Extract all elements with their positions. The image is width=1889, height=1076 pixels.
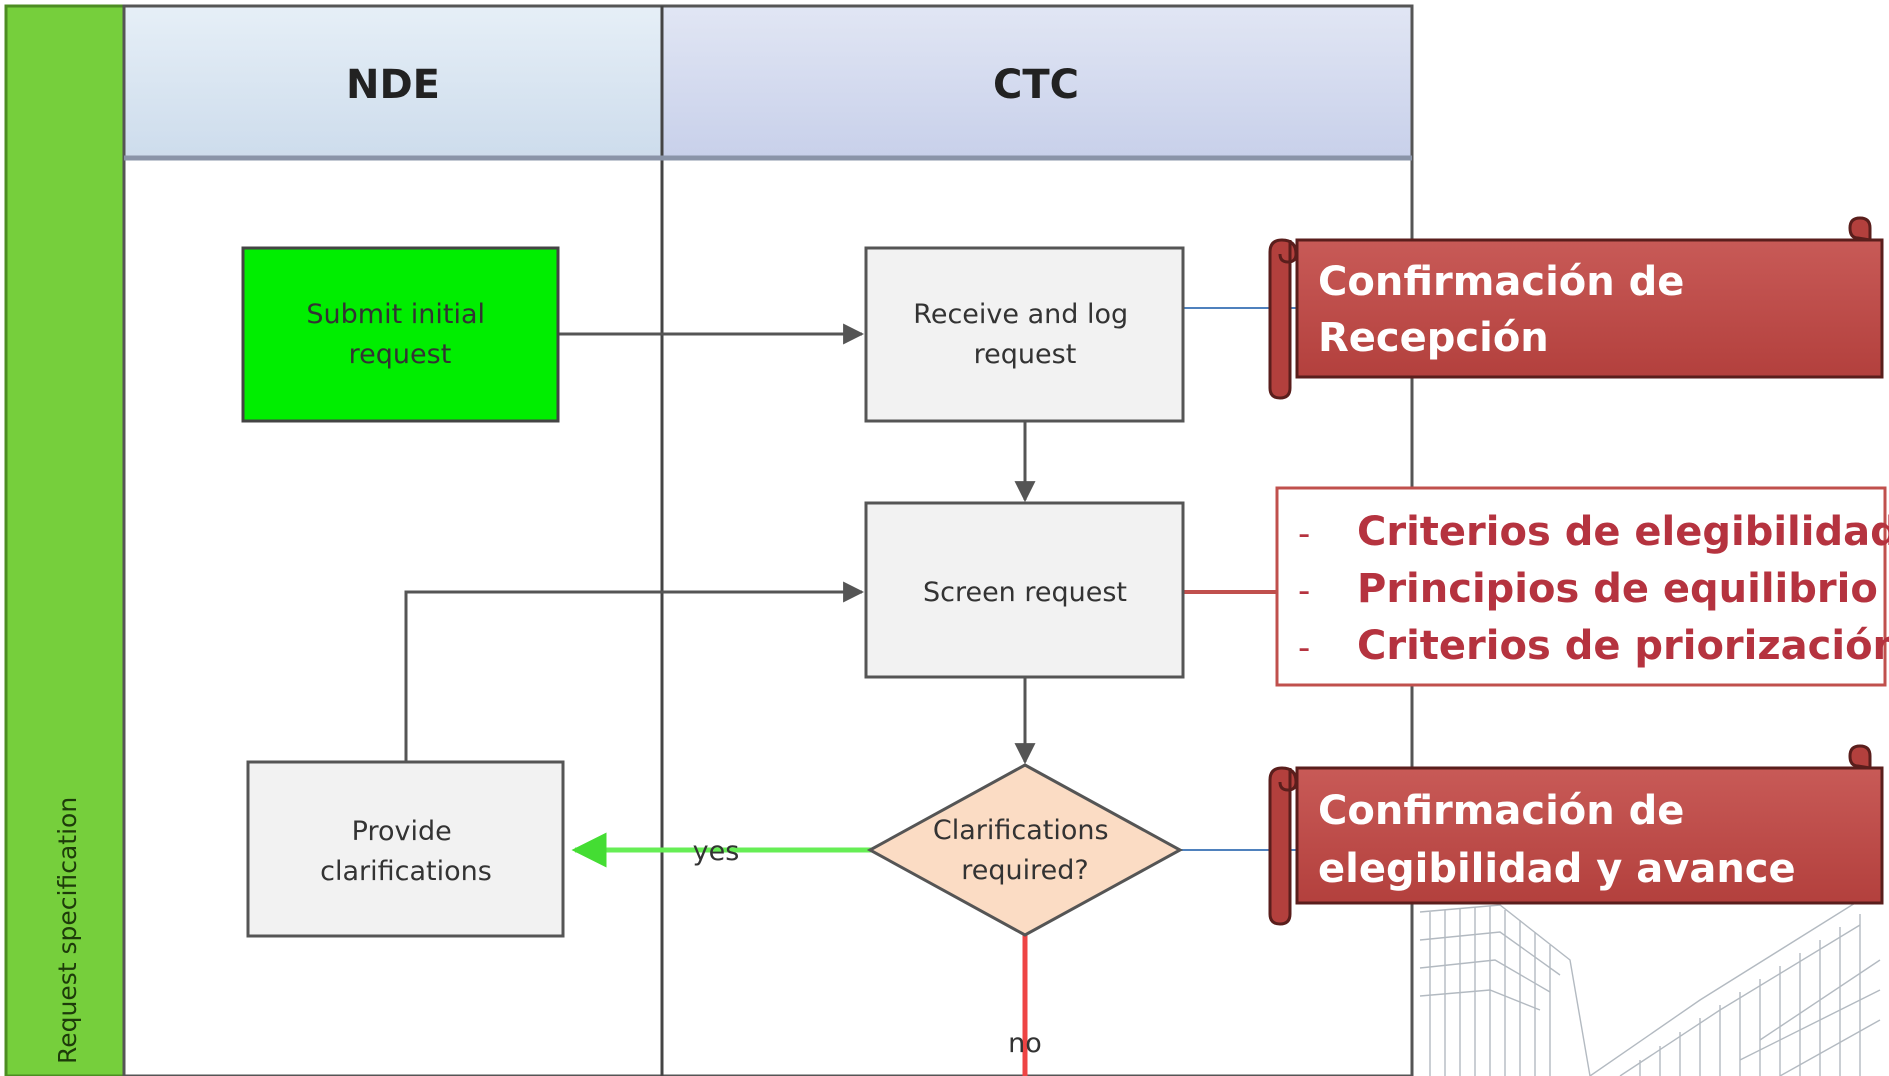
lane-title-nde: NDE [346,62,440,108]
criteria-dash-1: - [1298,514,1310,554]
callout-reception: Confirmación de Recepción [1268,216,1884,400]
step-submit: Submit initial request [241,246,560,423]
flow-connectors [404,323,1036,765]
callout-eligibility: Confirmación de elegibilidad y avance [1268,744,1884,926]
svg-text:Clarifications required?: Clarifications required? [933,815,1117,886]
svg-text:Confirmación de Recepció: Confirmación de Recepción [1318,259,1698,361]
criteria-dash-2: - [1298,571,1310,611]
flow-provide-to-screen [404,581,865,762]
svg-text:Receive and log request: Receive and log request [913,299,1136,370]
svg-text:Submit initial request: Submit initial request [306,299,493,370]
step-provide-line1: Provide [352,816,452,847]
decision-clarifications: Clarifications required? [866,763,1184,937]
svg-text:Screen request: Screen request [923,577,1127,608]
step-submit-line1: Submit initial [306,299,485,330]
lane-title-ctc: CTC [993,62,1079,108]
step-provide: Provide clarifications [246,760,565,938]
criteria-item-1: Criterios de elegibilidad [1357,509,1889,555]
callout-reception-line1: Confirmación de [1318,259,1684,305]
step-submit-line2: request [349,339,452,370]
step-receive-line1: Receive and log [913,299,1128,330]
pool-side-bar [4,4,126,1076]
callout-eligibility-line2: elegibilidad y avance [1318,846,1796,892]
step-receive-line2: request [974,339,1077,370]
step-screen-line1: Screen request [923,577,1127,608]
flow-label-yes: yes [693,836,740,867]
callout-reception-line2: Recepción [1318,315,1549,361]
callout-criteria: - - - Criterios de elegibilidad Principi… [1275,486,1889,687]
criteria-item-2: Principios de equilibrio [1357,566,1878,612]
lane-header-nde [122,4,664,160]
svg-text:Confirmación de elegibil: Confirmación de elegibilidad y avance [1318,788,1796,892]
decision-line2: required? [961,855,1088,886]
criteria-item-3: Criterios de priorización [1357,623,1889,669]
step-receive: Receive and log request [864,246,1185,423]
flow-label-no: no [1008,1028,1042,1059]
pool-label: Request specification [53,797,82,1064]
step-screen: Screen request [864,501,1185,679]
callout-eligibility-line1: Confirmación de [1318,788,1684,834]
decision-line1: Clarifications [933,815,1109,846]
step-provide-line2: clarifications [320,856,492,887]
svg-text:Provide clarifications: Provide clarifications [320,816,492,887]
criteria-dash-3: - [1298,628,1310,668]
